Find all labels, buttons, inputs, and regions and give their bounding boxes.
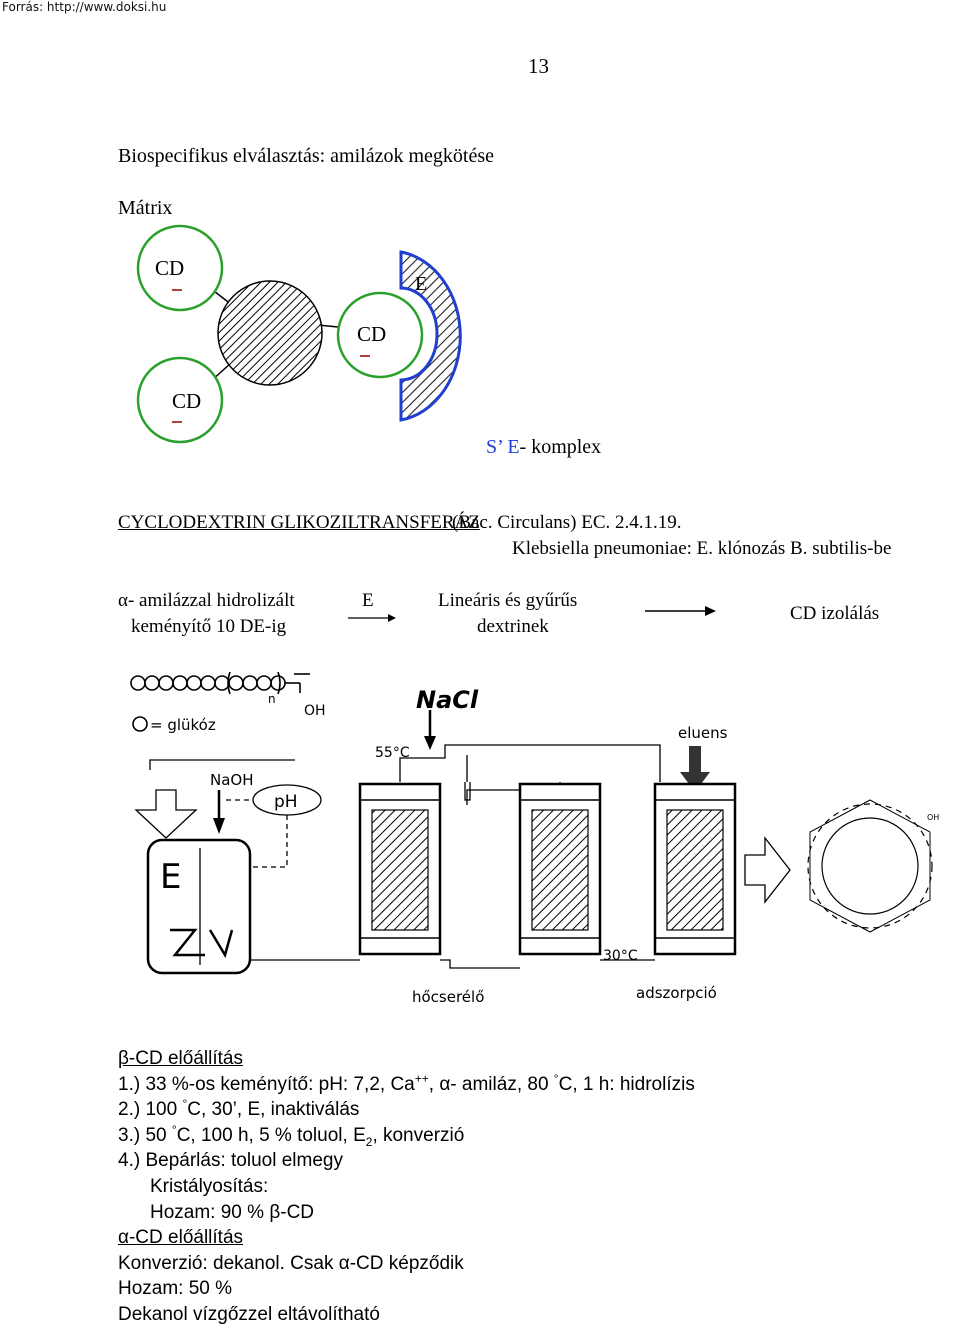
pipe-lower xyxy=(440,959,520,969)
scheme-arrows xyxy=(348,606,716,622)
scheme-step2-line2: dextrinek xyxy=(477,616,549,637)
alpha-yield: Hozam: 50 % xyxy=(118,1278,233,1300)
reactor-e-label: E xyxy=(160,857,181,897)
beta-step-1: 1.) 33 %-os keményítő: pH: 7,2, Ca++, α-… xyxy=(118,1071,695,1095)
procedure-list: β-CD előállítás 1.) 33 %-os keményítő: p… xyxy=(118,1046,695,1328)
ph-label: pH xyxy=(274,792,298,812)
beta-title: β-CD előállítás xyxy=(118,1048,243,1069)
source-note: Forrás: http://www.doksi.hu xyxy=(2,0,167,14)
temp-55: 55°C xyxy=(375,745,410,761)
arrow-head xyxy=(388,614,396,622)
chain-n: n xyxy=(268,692,276,706)
cd-circle-bound xyxy=(336,291,424,379)
ring-oh-label: OH xyxy=(927,813,939,822)
cd-label: CD xyxy=(172,389,201,413)
process-figure: n OH = glükóz NaCl 55°C eluens NaOH pH E xyxy=(130,671,939,1006)
enzyme-name: CYCLODEXTRIN GLIKOZILTRANSFERÁZ xyxy=(118,512,480,533)
beta-step-2: 2.) 100 °C, 30’, E, inaktiválás xyxy=(118,1096,360,1121)
eluens-arrow-head xyxy=(680,772,710,792)
alpha-conversion: Konverzió: dekanol. Csak α-CD képződik xyxy=(118,1252,464,1274)
enzyme-source1: (Bac. Circulans) EC. 2.4.1.19. xyxy=(452,512,682,533)
stirrer-blade xyxy=(170,928,205,957)
page-number: 13 xyxy=(528,54,549,78)
enzyme-label: E xyxy=(415,273,427,295)
hocserelo-label: hőcserélő xyxy=(412,988,484,1006)
enzyme-line: CYCLODEXTRIN GLIKOZILTRANSFERÁZ xyxy=(118,512,480,534)
feed-arrow xyxy=(134,789,198,839)
temp-30: 30°C xyxy=(603,948,638,964)
arrow-head xyxy=(705,606,716,616)
output-arrow xyxy=(744,836,791,904)
alpha-title: α-CD előállítás xyxy=(118,1227,244,1249)
eluens-label: eluens xyxy=(678,724,728,742)
cd-label: CD xyxy=(155,256,184,280)
affinity-diagram: CD CD CD E xyxy=(136,224,462,444)
scheme-step1-line1: α- amilázzal hidrolizált xyxy=(118,590,295,611)
cyclodextrin-ring-icon xyxy=(807,799,933,933)
complex-rest: - komplex xyxy=(519,436,602,458)
glucose-legend-icon xyxy=(132,716,148,732)
naoh-label: NaOH xyxy=(210,771,254,789)
enzyme-crescent xyxy=(399,250,462,422)
reactor-vessel xyxy=(146,838,252,975)
column-3 xyxy=(653,782,737,956)
page-heading: Biospecifikus elválasztás: amilázok megk… xyxy=(118,145,494,167)
alpha-decanol: Dekanol vízgőzzel eltávolítható xyxy=(118,1303,380,1325)
beta-step-3: 3.) 50 °C, 100 h, 5 % toluol, E2, konver… xyxy=(118,1122,465,1149)
beta-step-4: 4.) Bepárlás: toluol elmegy xyxy=(118,1150,343,1172)
beta-crystallization: Kristályosítás: xyxy=(150,1175,269,1197)
complex-s: S’ xyxy=(486,436,503,458)
cd-circle-top xyxy=(136,224,224,312)
glucose-chain xyxy=(130,671,310,695)
nacl-label: NaCl xyxy=(416,686,479,714)
complex-label: S’ E- komplex xyxy=(486,436,601,459)
cd-label: CD xyxy=(357,322,386,346)
naoh-arrow-head xyxy=(213,818,225,834)
scheme-step2-line1: Lineáris és gyűrűs xyxy=(438,590,578,611)
scheme-step1-line2: keményítő 10 DE-ig xyxy=(131,616,287,637)
column-2 xyxy=(518,782,602,956)
glucose-legend-label: = glükóz xyxy=(150,716,216,734)
scheme-step3: CD izolálás xyxy=(790,603,880,624)
column-1 xyxy=(358,782,442,956)
matrix-label: Mátrix xyxy=(118,197,173,219)
cd-circle-bottom xyxy=(136,356,224,444)
nacl-arrow-head xyxy=(424,736,436,750)
ph-feedback xyxy=(250,815,288,868)
stirrer-blade xyxy=(208,929,234,959)
matrix-bead xyxy=(217,280,323,386)
beta-yield: Hozam: 90 % β-CD xyxy=(150,1201,315,1223)
adszorpcio-label: adszorpció xyxy=(636,984,717,1002)
scheme-arrow-label: E xyxy=(362,590,374,611)
complex-e: E xyxy=(507,436,520,458)
enzyme-source2: Klebsiella pneumoniae: E. klónozás B. su… xyxy=(512,538,892,559)
chain-oh: OH xyxy=(304,703,326,719)
eluens-arrow-shaft xyxy=(689,746,701,774)
